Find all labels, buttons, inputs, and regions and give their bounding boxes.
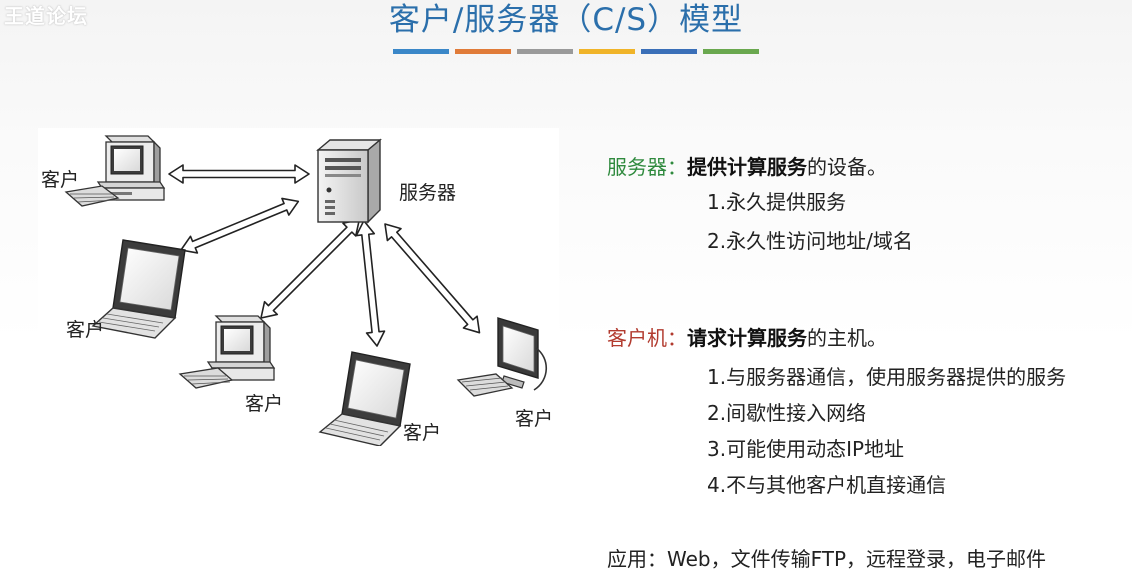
arrow-laptop1-server bbox=[180, 197, 300, 254]
color-bar-6 bbox=[703, 49, 759, 54]
monitor-client-icon bbox=[456, 317, 548, 397]
connection-arrows bbox=[168, 164, 481, 347]
color-bar-3 bbox=[517, 49, 573, 54]
color-bar-2 bbox=[455, 49, 511, 54]
arrow-server-monitor bbox=[384, 223, 481, 334]
arrow-client1-server bbox=[168, 164, 310, 184]
client-label-2: 客户 bbox=[66, 319, 105, 341]
server-point-1: 1.永久提供服务 bbox=[707, 190, 847, 214]
client-term-sep: ： bbox=[667, 326, 687, 350]
client-def-bold: 请求计算服务 bbox=[687, 326, 807, 350]
client-point-4: 4.不与其他客户机直接通信 bbox=[707, 473, 947, 497]
cs-network-diagram: 服务器 客户 客户 客户 客户 客户 bbox=[38, 128, 559, 446]
client-label-5: 客户 bbox=[515, 408, 554, 430]
color-bar-4 bbox=[579, 49, 635, 54]
color-bars bbox=[393, 49, 759, 54]
server-point-2: 2.永久性访问地址/域名 bbox=[707, 229, 913, 253]
desktop-client-icon-1 bbox=[64, 135, 166, 207]
server-term: 服务器 bbox=[607, 155, 667, 179]
server-term-sep: ： bbox=[667, 155, 687, 179]
client-label-1: 客户 bbox=[41, 169, 80, 191]
network-svg bbox=[64, 135, 548, 446]
arrow-client2-server bbox=[260, 218, 361, 319]
client-point-1: 1.与服务器通信，使用服务器提供的服务 bbox=[707, 365, 1067, 389]
client-label-3: 客户 bbox=[245, 393, 284, 415]
server-definition: 服务器：提供计算服务的设备。 bbox=[607, 151, 887, 180]
application-line: 应用：Web，文件传输FTP，远程登录，电子邮件 bbox=[607, 547, 1047, 571]
slide-title: 客户/服务器（C/S）模型 bbox=[388, 2, 744, 38]
color-bar-5 bbox=[641, 49, 697, 54]
client-def-rest: 的主机。 bbox=[807, 326, 887, 350]
server-def-rest: 的设备。 bbox=[807, 155, 887, 179]
client-point-2: 2.间歇性接入网络 bbox=[707, 401, 867, 425]
server-label: 服务器 bbox=[399, 182, 457, 204]
desktop-client-icon-2 bbox=[178, 315, 276, 389]
server-def-bold: 提供计算服务 bbox=[687, 155, 807, 179]
color-bar-1 bbox=[393, 49, 449, 54]
client-label-4: 客户 bbox=[403, 422, 442, 444]
client-point-3: 3.可能使用动态IP地址 bbox=[707, 437, 905, 461]
client-definition: 客户机：请求计算服务的主机。 bbox=[607, 322, 887, 351]
client-term: 客户机 bbox=[607, 326, 667, 350]
arrow-laptop2-server bbox=[355, 219, 386, 347]
watermark: 王道论坛 bbox=[4, 4, 88, 28]
laptop-client-icon-2 bbox=[318, 351, 411, 446]
server-tower-icon bbox=[316, 138, 382, 224]
laptop-client-icon-1 bbox=[91, 239, 186, 339]
